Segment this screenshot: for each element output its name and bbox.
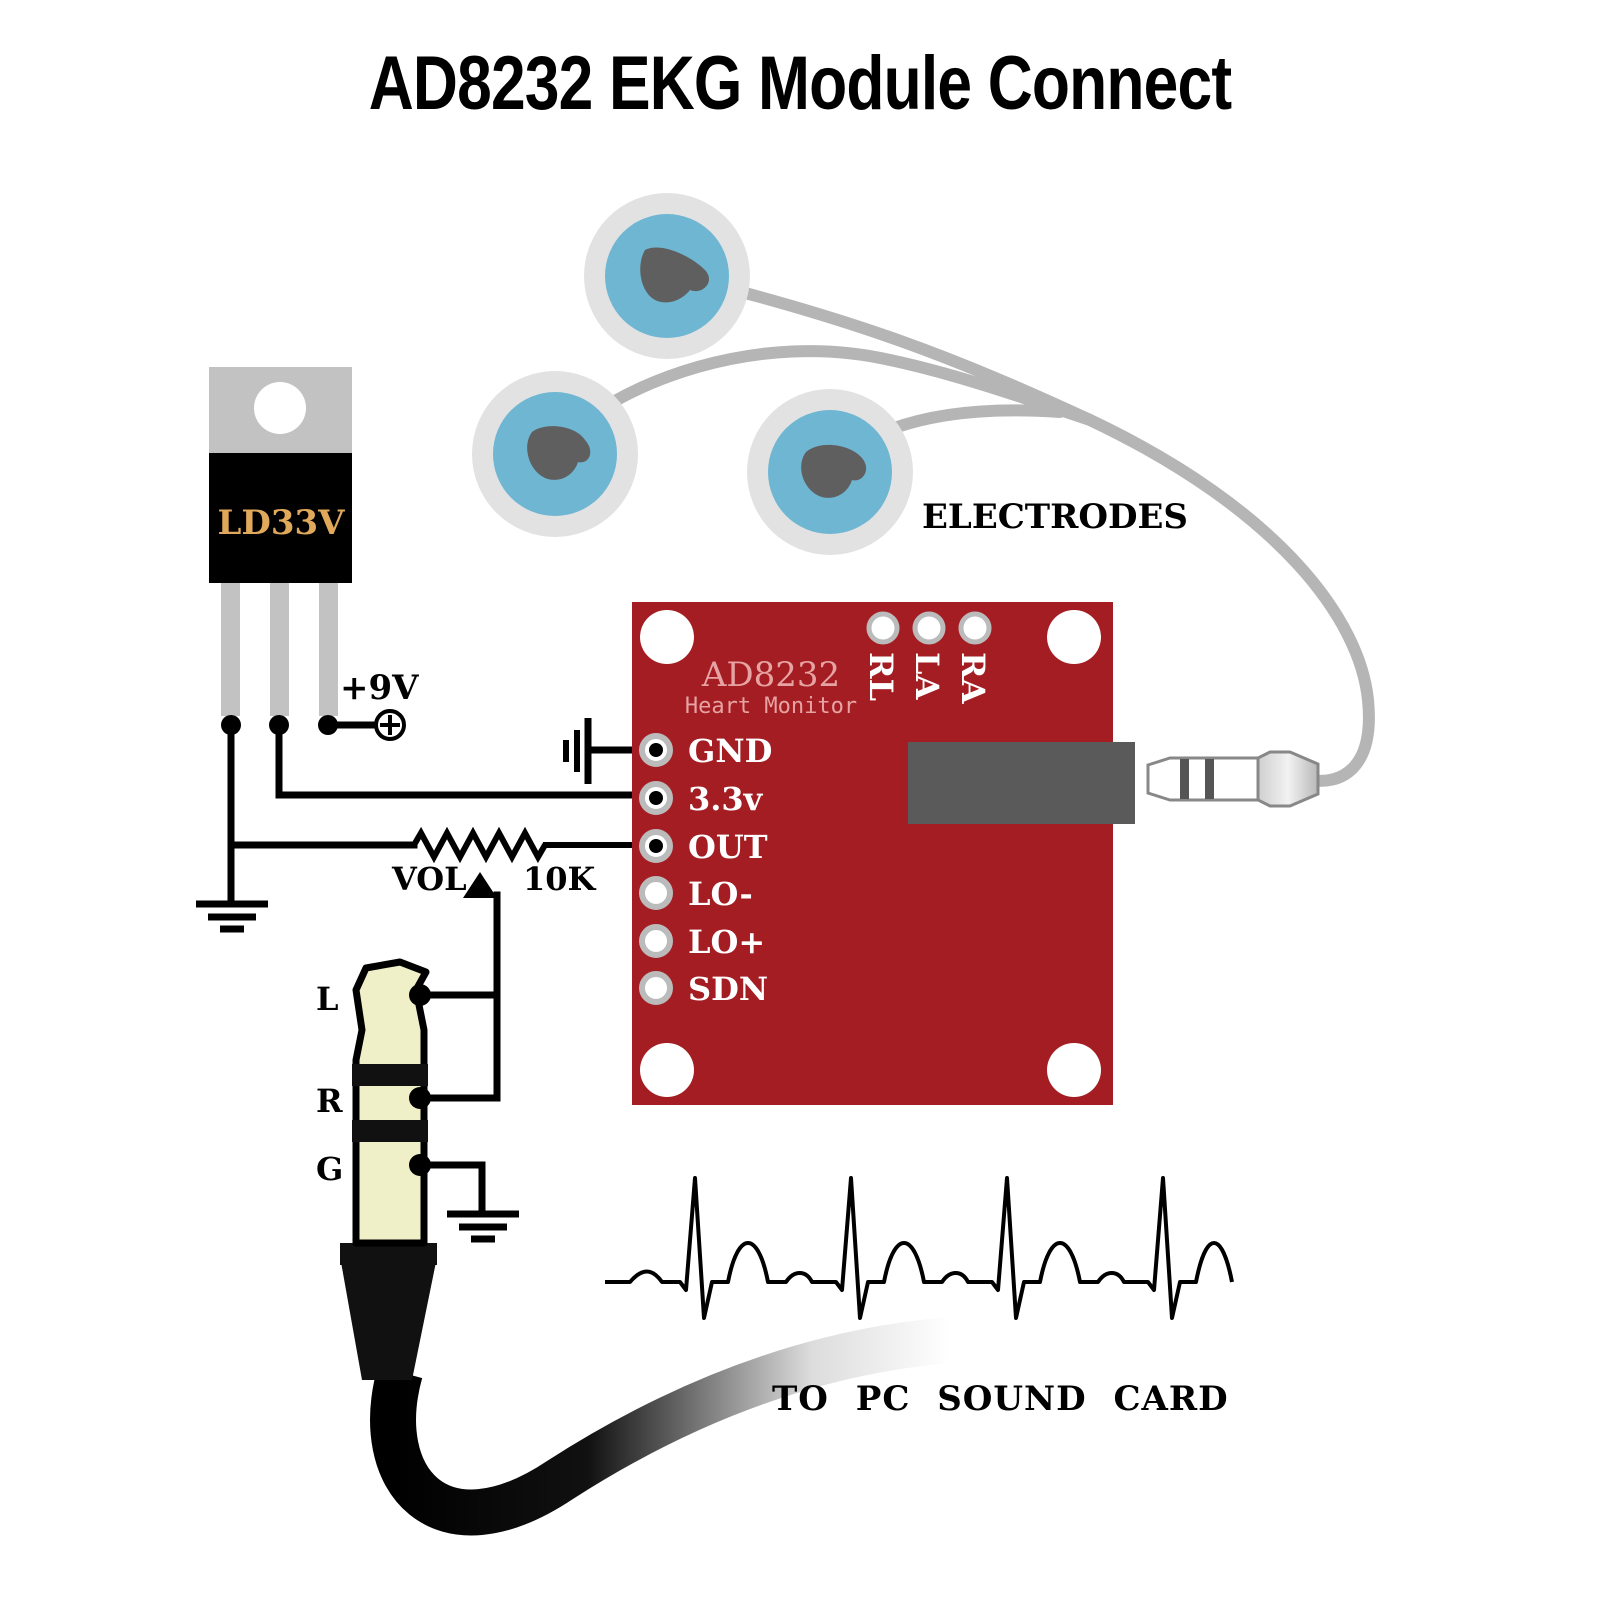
pin-label-gnd: GND (688, 732, 772, 770)
pin-label-la: LA (908, 652, 946, 701)
electrode-plug (1146, 750, 1320, 808)
regulator-label: LD33V (217, 503, 345, 543)
ad8232-board (632, 602, 1135, 1105)
jack-label-r: R (316, 1082, 343, 1120)
ground-symbol-icon (447, 1210, 519, 1243)
pin-label-sdn: SDN (688, 970, 768, 1008)
battery-ground-icon (563, 718, 592, 784)
supply-label: +9V (340, 668, 419, 708)
electrodes-label: ELECTRODES (922, 497, 1188, 537)
jack-label-g: G (316, 1150, 343, 1188)
pin-label-out: OUT (688, 828, 768, 866)
pin-label-lo-plus: LO+ (688, 923, 765, 961)
sound-card-label: TO PC SOUND CARD (772, 1379, 1229, 1419)
voltage-regulator (209, 367, 352, 716)
plus-terminal-icon (374, 709, 406, 741)
board-name: AD8232 (701, 655, 840, 695)
pin-label-lo-minus: LO- (688, 875, 753, 913)
potentiometer-icon (411, 826, 652, 864)
output-audio-plug (340, 958, 437, 1380)
ecg-waveform (605, 1176, 1234, 1320)
pot-value: 10K (523, 860, 597, 898)
pot-label: VOL (391, 860, 467, 898)
jack-label-l: L (316, 980, 339, 1018)
board-audio-jack (908, 742, 1135, 824)
board-subtitle: Heart Monitor (685, 694, 857, 719)
sound-card-cable (370, 1317, 952, 1536)
page-title: AD8232 EKG Module Connect (368, 41, 1232, 126)
electrode-left (472, 371, 638, 537)
pin-label-3v3: 3.3v (688, 780, 764, 818)
pin-label-ra: RA (954, 652, 992, 705)
electrode-top (584, 193, 750, 359)
pin-label-rl: RL (862, 652, 900, 701)
ground-symbol-icon (196, 900, 268, 933)
electrode-right (747, 389, 913, 555)
wiper-arrow-icon (463, 872, 497, 898)
